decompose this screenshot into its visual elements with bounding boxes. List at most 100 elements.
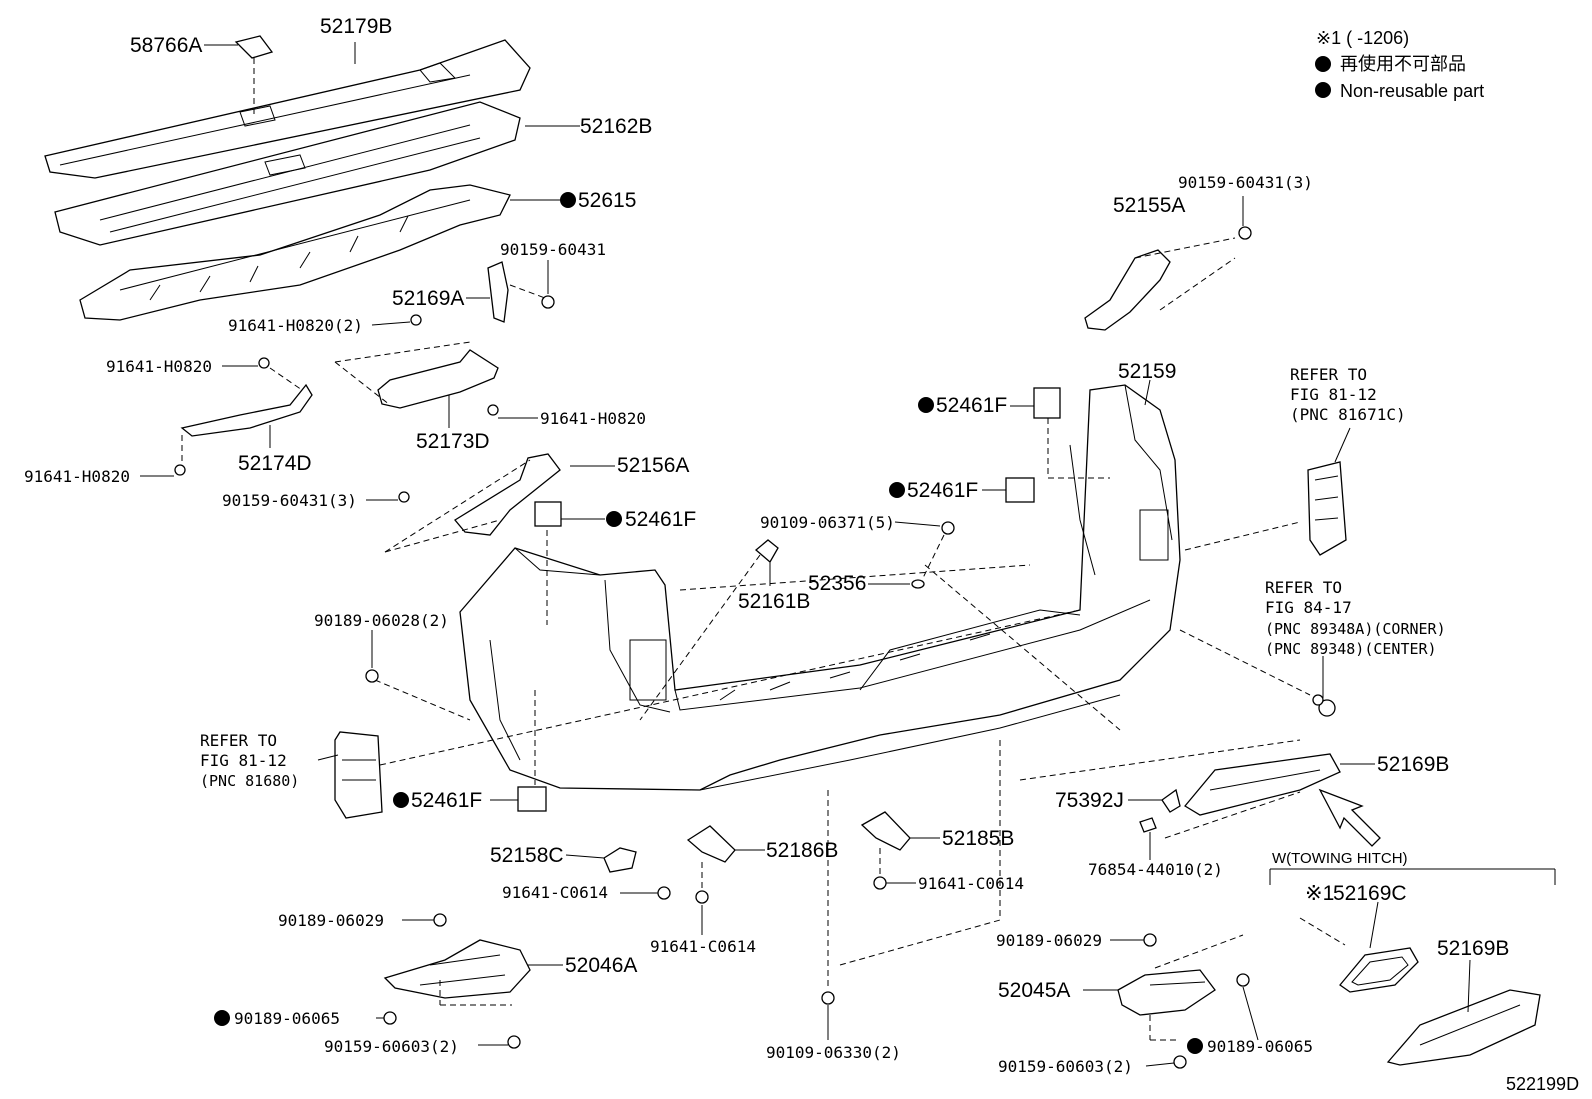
ref-sensor-line-1: REFER TO: [1265, 578, 1342, 597]
label-52155A: 52155A: [1113, 194, 1185, 217]
part-52169A-bracket: [487, 261, 509, 323]
part-52186B-bracket: [686, 825, 736, 863]
label-91641-H0820-c: 91641-H0820: [24, 467, 130, 486]
label-52174D: 52174D: [238, 452, 312, 475]
part-52356-nut: [911, 579, 925, 589]
label-52158C: 52158C: [490, 844, 564, 867]
part-52185B-bracket: [860, 811, 911, 851]
label-52169C: 52169C: [1333, 882, 1407, 905]
label-90189-06028-2: 90189-06028(2): [314, 611, 449, 630]
label-52173D: 52173D: [416, 430, 490, 453]
label-52159: 52159: [1118, 360, 1176, 383]
part-76854-44010-clip: [1139, 817, 1157, 833]
label-91641-C0614-c: 91641-C0614: [918, 874, 1024, 893]
arrow-icon: [1318, 788, 1381, 847]
label-90189-06065-a: 90189-06065: [234, 1009, 340, 1028]
bolt-icon-90189-06065-a: [383, 1011, 397, 1025]
part-52169C-ring: [1339, 947, 1419, 993]
nonreusable-marker-52461F-d: [393, 792, 409, 808]
part-52461F-block-c: [1005, 477, 1035, 503]
label-90159-60603-2b: 90159-60603(2): [998, 1057, 1133, 1076]
towing-hitch-label: W(TOWING HITCH): [1272, 850, 1408, 867]
part-52162B-reinforcement: [54, 101, 521, 246]
label-52461F-d: 52461F: [411, 789, 482, 812]
bolt-icon-90159-60431-3b: [1238, 226, 1252, 240]
part-52461F-block-a: [534, 501, 562, 527]
label-90189-06065-b: 90189-06065: [1207, 1037, 1313, 1056]
label-75392J: 75392J: [1055, 789, 1124, 812]
ref-sensor-line-2: FIG 84-17: [1265, 598, 1352, 617]
bolt-icon-90159-60603-b: [1173, 1055, 1187, 1069]
label-90159-60431: 90159-60431: [500, 240, 606, 259]
label-90159-60431-3b: 90159-60431(3): [1178, 173, 1313, 192]
ref-lamp-right-line-3: (PNC 81671C): [1290, 405, 1406, 424]
label-52461F-b: 52461F: [936, 394, 1007, 417]
label-91641-C0614-b: 91641-C0614: [650, 937, 756, 956]
bolt-icon-91641-C0614-b: [695, 890, 709, 904]
legend-bullet-icon-en: [1315, 82, 1331, 98]
bolt-icon-90189-06065-b: [1236, 973, 1250, 987]
right-reflector-lamp: [1307, 461, 1347, 556]
part-52155A-bracket: [1084, 249, 1171, 331]
bolt-icon-91641-C0614-c: [873, 876, 887, 890]
parking-sensor-icon: [1312, 694, 1336, 717]
label-90109-06371-5: 90109-06371(5): [760, 513, 895, 532]
bolt-icon-90159-60431: [541, 295, 555, 309]
reference-sensor: REFER TO FIG 84-17 (PNC 89348A)(CORNER) …: [1265, 578, 1446, 658]
bolt-icon-90159-60603-a: [507, 1035, 521, 1049]
label-91641-C0614-a: 91641-C0614: [502, 883, 608, 902]
label-52046A: 52046A: [565, 954, 637, 977]
label-58766A: 58766A: [130, 34, 202, 57]
bolt-icon-91641-C0614-a: [657, 886, 671, 900]
label-90159-60603-2a: 90159-60603(2): [324, 1037, 459, 1056]
part-52158C-bracket: [603, 847, 637, 873]
ref-lamp-left-line-3: (PNC 81680): [200, 772, 299, 790]
legend-bullet-icon-jp: [1315, 56, 1331, 72]
label-52162B: 52162B: [580, 115, 652, 138]
bolt-icon-90109-06371: [941, 521, 955, 535]
part-52161B-clip: [754, 539, 779, 564]
label-52179B: 52179B: [320, 15, 392, 38]
part-52461F-block-d: [517, 786, 547, 812]
label-52161B: 52161B: [738, 590, 810, 613]
label-52169B-a: 52169B: [1377, 753, 1449, 776]
ref-lamp-right-line-2: FIG 81-12: [1290, 385, 1377, 404]
part-52156A-bracket: [454, 453, 561, 536]
ref-sensor-line-4: (PNC 89348)(CENTER): [1265, 640, 1437, 658]
part-52159-bumper-cover: [459, 384, 1181, 791]
label-90109-06330-2: 90109-06330(2): [766, 1043, 901, 1062]
part-52615-absorber: [79, 184, 511, 321]
reference-lamp-right: REFER TO FIG 81-12 (PNC 81671C): [1290, 365, 1406, 424]
bolt-icon-90159-60431-3a: [398, 491, 410, 503]
part-52173D-bracket: [377, 349, 499, 409]
label-note1-mark: ※1: [1305, 882, 1334, 905]
label-52615: 52615: [578, 189, 636, 212]
label-91641-H0820-2: 91641-H0820(2): [228, 316, 363, 335]
ref-lamp-left-line-1: REFER TO: [200, 731, 277, 750]
bolt-icon-91641-H0820-c: [174, 464, 186, 476]
diagram-code: 522199D: [1506, 1074, 1579, 1094]
part-75392J-emblem: [1161, 788, 1181, 813]
label-91641-H0820-a: 91641-H0820: [540, 409, 646, 428]
ref-lamp-left-line-2: FIG 81-12: [200, 751, 287, 770]
label-90159-60431-3a: 90159-60431(3): [222, 491, 357, 510]
nonreusable-marker-52461F-a: [606, 511, 622, 527]
label-52169B-b: 52169B: [1437, 937, 1509, 960]
label-76854-44010-2: 76854-44010(2): [1088, 860, 1223, 879]
part-52461F-block-b: [1033, 387, 1061, 419]
bolt-icon-90109-06330: [821, 991, 835, 1005]
bolt-icon-91641-H0820-a: [487, 404, 499, 416]
part-52174D-bracket: [180, 383, 313, 437]
bolt-icon-91641-H0820-2: [410, 314, 422, 326]
label-91641-H0820-b: 91641-H0820: [106, 357, 212, 376]
bolt-icon-90189-06028: [365, 669, 379, 683]
label-90189-06029-a: 90189-06029: [278, 911, 384, 930]
part-52169B-garnish-lower: [1386, 989, 1541, 1066]
left-reflector-lamp: [334, 731, 383, 819]
legend-nonreusable-en: Non-reusable part: [1340, 81, 1484, 101]
label-52186B: 52186B: [766, 839, 838, 862]
part-58766A-clip: [234, 35, 274, 59]
label-52356: 52356: [808, 572, 866, 595]
label-52156A: 52156A: [617, 454, 689, 477]
